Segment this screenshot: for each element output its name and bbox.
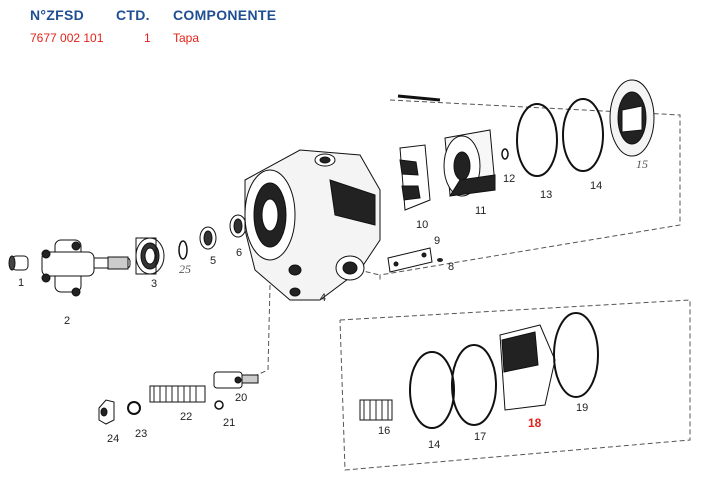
callout-17: 17 (474, 431, 486, 443)
part-8-screw (437, 258, 443, 262)
callout-15: 15 (636, 157, 648, 171)
part-16-spring (359, 399, 393, 421)
part-14-oring-lower (409, 351, 455, 429)
part-14-oring-upper (562, 98, 604, 172)
part-6-bushing (229, 214, 247, 238)
part-21-ring (214, 400, 224, 410)
pin (397, 94, 441, 102)
callout-2: 2 (64, 315, 70, 327)
callout-18: 18 (528, 416, 542, 430)
callout-12: 12 (503, 173, 515, 185)
header-part-number: N°ZFSD (30, 7, 85, 23)
part-20-valve (213, 371, 259, 389)
callout-23: 23 (135, 428, 147, 440)
part-24-plug (98, 399, 115, 425)
part-22-spring (149, 385, 206, 403)
part-11-rotor (443, 129, 496, 197)
part-23-washer (127, 401, 141, 415)
callout-4: 4 (320, 292, 326, 304)
part-15-end-cover (609, 79, 655, 157)
part-13-oring (516, 103, 558, 177)
callout-11: 11 (475, 205, 486, 217)
part-12-ring (501, 148, 509, 160)
part-3-bearing (135, 237, 165, 275)
callout-14-lower: 14 (428, 439, 440, 451)
part-9-plate (387, 247, 433, 273)
callout-19: 19 (576, 402, 588, 414)
header-component: COMPONENTE (173, 7, 277, 23)
callout-1: 1 (18, 277, 24, 289)
callout-16: 16 (378, 425, 390, 437)
callout-25: 25 (179, 262, 191, 276)
callout-9: 9 (434, 235, 440, 247)
component-name-value: Tapa (173, 31, 200, 45)
callout-5: 5 (210, 255, 216, 267)
callout-22: 22 (180, 411, 192, 423)
callout-14-upper: 14 (590, 180, 602, 192)
part-18-cap (499, 324, 556, 411)
callout-24: 24 (107, 433, 119, 445)
callout-21: 21 (223, 417, 235, 429)
part-25-retaining-ring (178, 240, 188, 260)
part-4-housing (244, 149, 381, 301)
part-17-oring (451, 344, 497, 426)
part-2-shaft (41, 239, 131, 297)
callout-3: 3 (151, 278, 157, 290)
callout-10: 10 (416, 219, 428, 231)
callout-20: 20 (235, 392, 247, 404)
part-1-bushing (8, 255, 29, 271)
part-number-value: 7677 002 101 (30, 31, 104, 45)
callout-13: 13 (540, 189, 552, 201)
part-5-bushing (199, 226, 217, 250)
part-19-snap-ring (553, 312, 599, 398)
callout-8: 8 (448, 261, 454, 273)
callout-6: 6 (236, 247, 242, 259)
quantity-value: 1 (144, 31, 151, 45)
header-quantity: CTD. (116, 7, 150, 23)
part-10-cam-plate (399, 144, 431, 211)
